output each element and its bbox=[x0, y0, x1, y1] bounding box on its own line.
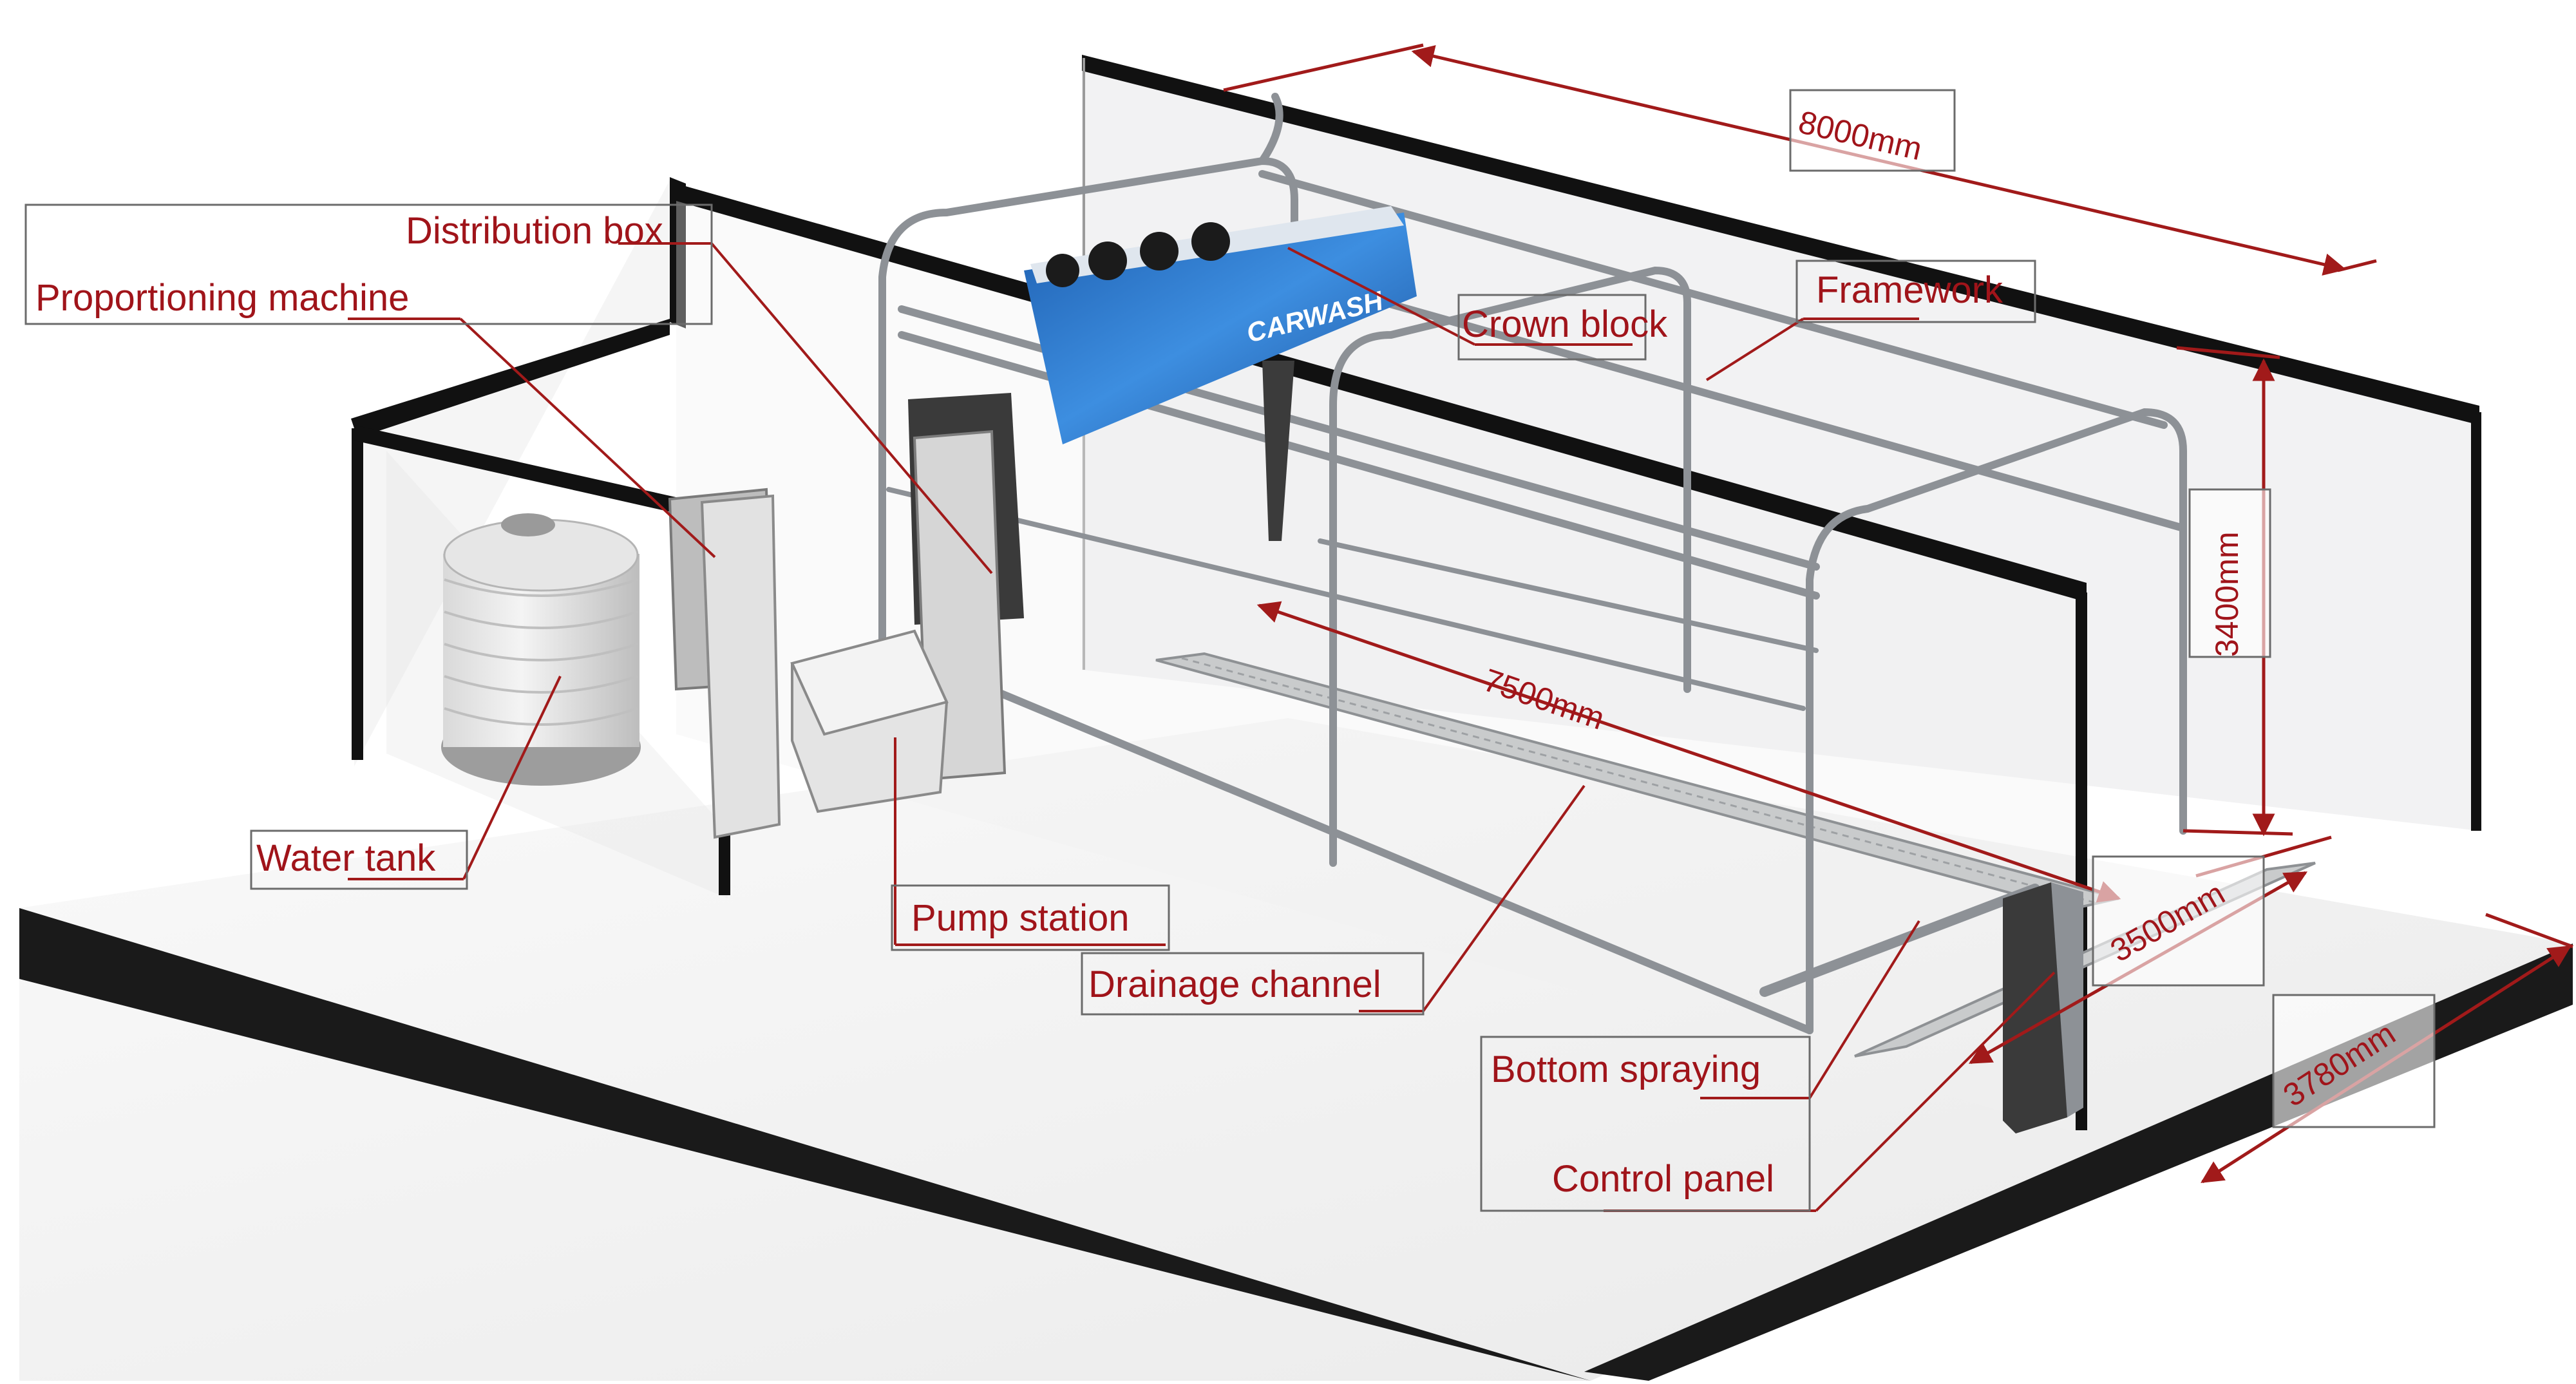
dimension-label-height: 3400mm bbox=[2188, 488, 2271, 658]
pump-station-equipment bbox=[790, 629, 949, 813]
callout-labels: Distribution box Proportioning machine C… bbox=[35, 210, 2003, 1200]
callout-frames bbox=[24, 204, 2036, 1212]
drainage-channel-label: Drainage channel bbox=[1088, 963, 1381, 1005]
water-tank-equipment bbox=[441, 513, 641, 786]
control-panel-label: Control panel bbox=[1552, 1158, 1774, 1200]
height-dimension-text: 3400mm bbox=[2209, 531, 2245, 657]
control-panel-equipment bbox=[2003, 882, 2083, 1133]
dimension-label-rail-width: 3500mm bbox=[2092, 855, 2265, 987]
distribution-box-label: Distribution box bbox=[406, 210, 663, 252]
dimension-label-total-width: 3780mm bbox=[2272, 994, 2436, 1128]
crown-block: CARWASH bbox=[1024, 206, 1417, 541]
framework-label: Framework bbox=[1816, 269, 2003, 311]
proportioning-machine-label: Proportioning machine bbox=[35, 277, 409, 319]
pump-station-label: Pump station bbox=[911, 897, 1130, 939]
water-tank-label: Water tank bbox=[256, 837, 436, 879]
dimension-label-length: 8000mm bbox=[1789, 89, 1956, 172]
bottom-spraying-label: Bottom spraying bbox=[1491, 1048, 1761, 1090]
crown-block-label: Crown block bbox=[1462, 303, 1668, 345]
